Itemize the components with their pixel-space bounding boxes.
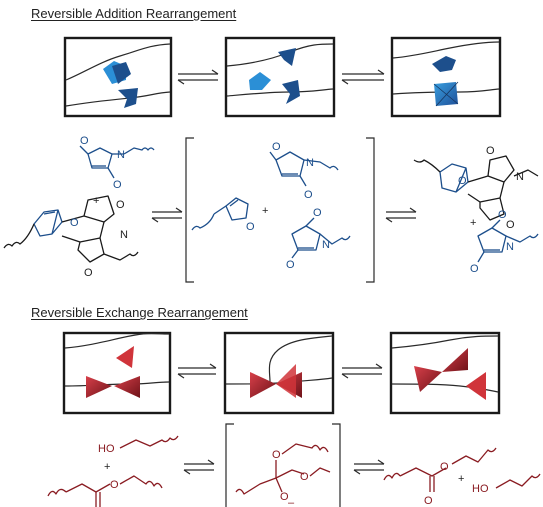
equilibrium-arrow-icon bbox=[341, 69, 385, 85]
atom-label: O bbox=[498, 209, 507, 221]
addition-box-1 bbox=[63, 36, 173, 118]
exchange-box-3 bbox=[389, 331, 501, 415]
bowtie-block-icon bbox=[414, 366, 442, 392]
tetrahedral-intermediate bbox=[235, 443, 331, 495]
equilibrium-arrow-icon bbox=[151, 207, 183, 223]
diene-block-icon bbox=[249, 72, 271, 90]
atom-label: O bbox=[113, 179, 122, 191]
exchange-box-1 bbox=[62, 331, 172, 415]
bowtie-block-icon bbox=[250, 372, 276, 398]
atom-label: O bbox=[458, 175, 467, 187]
atom-label: O bbox=[424, 495, 433, 507]
atom-label: O bbox=[286, 259, 295, 271]
plus-sign: + bbox=[470, 217, 476, 229]
equilibrium-arrow-icon bbox=[177, 69, 219, 85]
equilibrium-arrow-icon bbox=[177, 363, 217, 379]
atom-label: O bbox=[486, 145, 495, 157]
exchange-box-2 bbox=[223, 331, 335, 415]
alcohol-molecule bbox=[119, 435, 179, 449]
atom-label: N bbox=[506, 241, 514, 253]
maleimide-molecule bbox=[269, 151, 339, 187]
diels-alder-adduct bbox=[413, 155, 539, 221]
charge-label: – bbox=[288, 497, 295, 507]
dienophile-block-icon bbox=[118, 88, 138, 108]
dienophile-block-icon bbox=[432, 56, 456, 72]
dienophile-block-icon bbox=[278, 48, 296, 66]
ester-molecule bbox=[383, 447, 497, 492]
atom-label: O bbox=[70, 217, 79, 229]
maleimide-molecule bbox=[477, 219, 539, 263]
atom-label: O bbox=[300, 471, 309, 483]
dienophile-block-icon bbox=[282, 80, 300, 104]
atom-label: O bbox=[116, 199, 125, 211]
plus-sign: + bbox=[93, 195, 99, 207]
atom-label: O bbox=[470, 263, 479, 275]
plus-sign: + bbox=[262, 205, 268, 217]
atom-label: O bbox=[80, 135, 89, 147]
atom-label: O bbox=[304, 189, 313, 201]
addition-box-2 bbox=[224, 36, 336, 118]
atom-label: N bbox=[322, 239, 330, 251]
ester-molecule bbox=[47, 475, 163, 507]
equilibrium-arrow-icon bbox=[353, 459, 385, 475]
atom-label: O bbox=[272, 449, 281, 461]
atom-label: O bbox=[440, 461, 449, 473]
bracket-icon bbox=[185, 137, 375, 283]
maleimide-molecule bbox=[291, 217, 351, 259]
atom-label: O bbox=[313, 207, 322, 219]
maleimide-molecule bbox=[79, 145, 155, 179]
triangle-block-icon bbox=[466, 372, 486, 400]
plus-sign: + bbox=[104, 461, 110, 473]
atom-label: N bbox=[120, 229, 128, 241]
equilibrium-arrow-icon bbox=[183, 459, 215, 475]
furan-molecule bbox=[191, 197, 249, 231]
atom-label: O bbox=[272, 141, 281, 153]
bowtie-block-icon bbox=[86, 376, 112, 398]
atom-label: N bbox=[516, 171, 524, 183]
equilibrium-arrow-icon bbox=[341, 363, 383, 379]
equilibrium-arrow-icon bbox=[385, 207, 417, 223]
atom-label: O bbox=[110, 479, 119, 491]
diels-alder-adduct bbox=[3, 195, 139, 263]
alcohol-molecule bbox=[495, 473, 541, 489]
atom-label: N bbox=[117, 149, 125, 161]
plus-sign: + bbox=[458, 473, 464, 485]
atom-label: HO bbox=[98, 443, 115, 455]
triangle-block-icon bbox=[276, 364, 296, 398]
atom-label: O bbox=[246, 221, 255, 233]
section-title-exchange: Reversible Exchange Rearrangement bbox=[31, 305, 248, 320]
section-title-addition: Reversible Addition Rearrangement bbox=[31, 6, 237, 21]
atom-label: O bbox=[280, 491, 289, 503]
triangle-block-icon bbox=[116, 346, 134, 368]
atom-label: O bbox=[84, 267, 93, 279]
atom-label: HO bbox=[472, 483, 489, 495]
atom-label: O bbox=[506, 219, 515, 231]
addition-box-3 bbox=[390, 36, 502, 118]
bracket-icon bbox=[225, 423, 341, 507]
atom-label: N bbox=[306, 157, 314, 169]
